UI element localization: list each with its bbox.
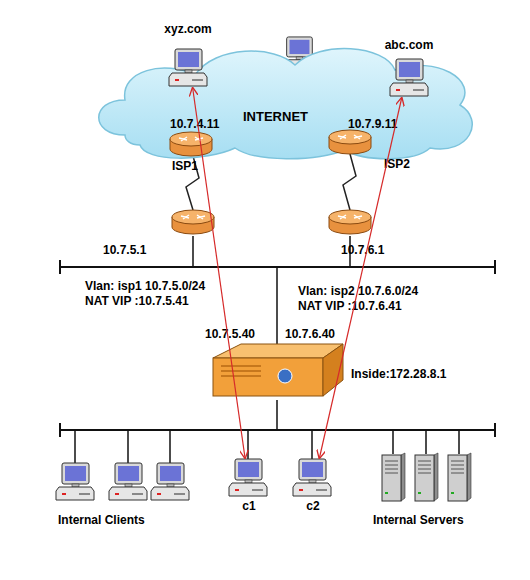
appliance-top (213, 344, 343, 358)
node-label: ISP1 (172, 159, 198, 173)
bus-end (59, 423, 61, 437)
node-label: abc.com (378, 38, 440, 52)
network-bus (60, 429, 495, 431)
client-computer: c1 (228, 458, 270, 514)
computer-icon (168, 48, 208, 88)
network-label: Internal Servers (373, 513, 464, 527)
appliance-front (213, 358, 323, 396)
router-icon (170, 132, 212, 156)
load-balancer: Inside:172.28.8.1 (205, 340, 345, 402)
computer-icon (151, 463, 189, 500)
isp-router: ISP2 (322, 128, 412, 176)
host-computer: xyz.com (158, 22, 218, 88)
node-label: Inside:172.28.8.1 (351, 367, 446, 381)
node-label: c1 (228, 499, 270, 513)
network-label: 10.7.9.11 (348, 117, 397, 131)
computer-icon (293, 459, 331, 496)
cloud-shape (85, 40, 480, 160)
node-label: ISP2 (384, 157, 410, 171)
network-label: NAT VIP :10.7.5.41 (85, 294, 189, 308)
wire (276, 267, 278, 345)
network-label: Vlan: isp1 10.7.5.0/24 (85, 279, 205, 293)
router-icon (329, 130, 371, 154)
router-icon (172, 210, 214, 234)
network-label: 10.7.5.1 (103, 243, 146, 257)
computer-icon (389, 58, 429, 98)
computer-icon (390, 59, 428, 96)
server-icon (382, 453, 405, 501)
server-icon (448, 453, 471, 501)
wan-link (343, 154, 356, 210)
wire (392, 430, 394, 454)
server-icon (415, 453, 438, 501)
wire (74, 430, 76, 463)
bus-end (494, 260, 496, 274)
computer-icon (169, 49, 207, 86)
node-label: INTERNET (243, 110, 308, 124)
network-label: 10.7.6.40 (285, 327, 335, 341)
network-label: Internal Clients (58, 513, 145, 527)
network-label: 10.7.5.40 (205, 327, 255, 341)
network-label: 10.7.4.11 (170, 117, 219, 131)
computer-icon (229, 459, 267, 496)
node-label: c2 (292, 499, 334, 513)
wire (127, 430, 129, 463)
router-icon (327, 128, 373, 156)
wire (276, 400, 278, 430)
traffic-arrow (319, 98, 401, 458)
computer-icon (109, 463, 147, 500)
traffic-arrow (193, 88, 245, 458)
router-icon (329, 210, 371, 234)
bus-end (494, 423, 496, 437)
appliance-vents (221, 366, 261, 376)
appliance-icon (205, 340, 345, 402)
internet-cloud: INTERNETxyz.comabc.com (85, 40, 480, 160)
router-icon (168, 130, 214, 158)
bus-end (59, 260, 61, 274)
computer-icon (56, 463, 94, 500)
wire (247, 430, 249, 459)
wire (425, 430, 427, 454)
network-label: NAT VIP :10.7.6.41 (298, 299, 402, 313)
computer-icon (228, 458, 268, 498)
appliance-side (323, 344, 343, 396)
node-label: xyz.com (158, 22, 218, 36)
wire (169, 430, 171, 463)
client-computer: c2 (292, 458, 334, 514)
wire (311, 430, 313, 459)
host-computer: abc.com (378, 34, 440, 98)
wire (192, 236, 194, 267)
network-label: 10.7.6.1 (341, 243, 384, 257)
computer-icon (292, 458, 332, 498)
appliance-logo (278, 369, 292, 383)
wire (458, 430, 460, 454)
isp-router: ISP1 (160, 128, 220, 176)
network-label: Vlan: isp2 10.7.6.0/24 (298, 284, 418, 298)
cloud-outline (99, 49, 472, 159)
